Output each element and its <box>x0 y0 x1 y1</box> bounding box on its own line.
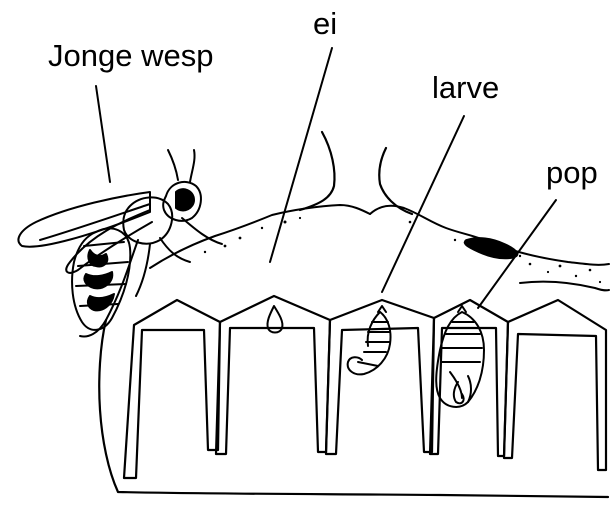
cell-5 <box>504 300 606 470</box>
nest-dark-mass <box>464 238 517 259</box>
label-pupa: pop <box>546 157 598 188</box>
larva <box>348 306 391 374</box>
leader-egg <box>270 48 332 262</box>
cell-3 <box>326 300 434 454</box>
label-larva: larve <box>432 72 499 103</box>
nest-top-surface <box>150 205 609 290</box>
nest-outline <box>99 320 608 497</box>
nest-channel <box>300 132 412 214</box>
label-egg: ei <box>313 8 337 39</box>
pupa <box>436 306 484 407</box>
cell-2 <box>216 296 330 454</box>
cell-1 <box>124 300 220 478</box>
comb-cells <box>124 296 606 478</box>
leader-wasp <box>96 86 110 182</box>
label-young-wasp: Jonge wesp <box>48 40 213 71</box>
